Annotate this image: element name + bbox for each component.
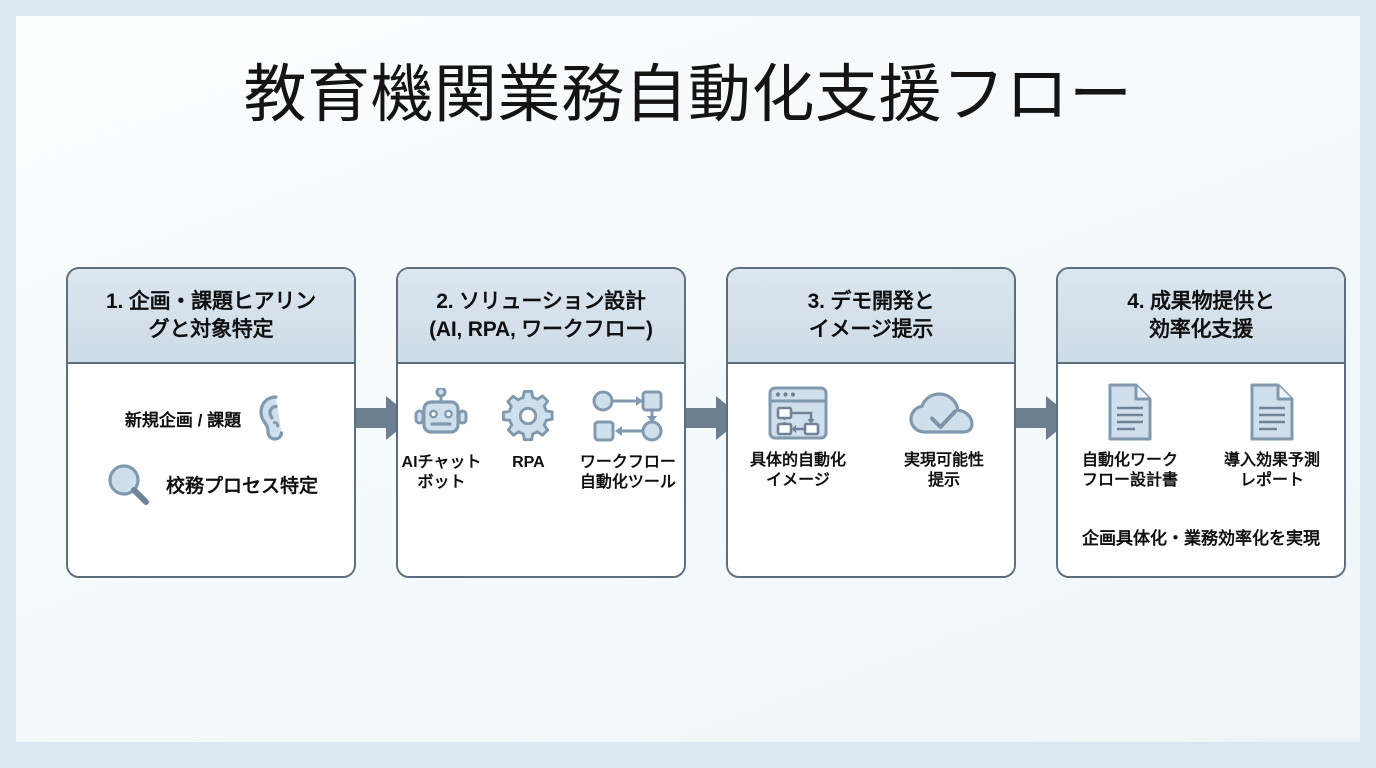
step-4-footer: 企画具体化・業務効率化を実現	[1082, 529, 1320, 548]
step-card-2[interactable]: 2. ソリューション設計 (AI, RPA, ワークフロー)	[396, 267, 686, 578]
step-3-item-2: 実現可能性 提示	[886, 384, 1002, 490]
step-2-item-2: RPA	[485, 388, 572, 473]
step-4-body: 自動化ワーク フロー設計書	[1058, 364, 1344, 576]
step-4-item-1: 自動化ワーク フロー設計書	[1068, 382, 1192, 490]
step-4-item-2: 導入効果予測 レポート	[1210, 382, 1334, 490]
step-1-header: 1. 企画・課題ヒアリン グと対象特定	[68, 269, 354, 364]
step-2-item-3-label: ワークフロー 自動化ツール	[579, 454, 676, 491]
step-1-item-2: 校務プロセス特定	[82, 460, 340, 508]
browser-flow-icon	[767, 384, 829, 442]
step-2-body: AIチャット ボット RPA	[398, 364, 684, 576]
step-1-body: 新規企画 / 課題	[68, 364, 354, 576]
process-flow-diagram: 1. 企画・課題ヒアリン グと対象特定 新規企画 / 課題	[50, 267, 1346, 579]
document-icon	[1105, 382, 1155, 442]
step-2-item-3: ワークフロー 自動化ツール	[572, 388, 684, 492]
step-2-item-1: AIチャット ボット	[398, 388, 485, 492]
step-1-item-1: 新規企画 / 課題	[82, 394, 340, 442]
step-2-header: 2. ソリューション設計 (AI, RPA, ワークフロー)	[398, 269, 684, 364]
slide-canvas: 教育機関業務自動化支援フロー 1. 企画・課題ヒアリン グと対象特定 新規企画 …	[16, 16, 1360, 742]
step-3-title: 3. デモ開発と イメージ提示	[807, 289, 935, 341]
step-1-item-1-label: 新規企画 / 課題	[124, 410, 242, 430]
workflow-icon	[591, 388, 665, 444]
step-4-title: 4. 成果物提供と 効率化支援	[1127, 289, 1275, 341]
step-1-title: 1. 企画・課題ヒアリン グと対象特定	[106, 289, 316, 341]
step-card-4[interactable]: 4. 成果物提供と 効率化支援	[1056, 267, 1346, 578]
step-3-body: 具体的自動化 イメージ 実現可能性 提示	[728, 364, 1014, 576]
robot-icon	[414, 388, 468, 444]
cloud-check-icon	[908, 384, 980, 442]
magnifier-icon	[104, 460, 152, 508]
step-4-item-2-label: 導入効果予測 レポート	[1223, 452, 1320, 489]
step-1-item-2-label: 校務プロセス特定	[165, 475, 318, 497]
page-title: 教育機関業務自動化支援フロー	[243, 60, 1133, 130]
step-3-item-1: 具体的自動化 イメージ	[740, 384, 856, 490]
step-2-title: 2. ソリューション設計 (AI, RPA, ワークフロー)	[429, 289, 653, 341]
step-2-item-1-label: AIチャット ボット	[401, 454, 482, 491]
document-icon	[1247, 382, 1297, 442]
step-card-1[interactable]: 1. 企画・課題ヒアリン グと対象特定 新規企画 / 課題	[66, 267, 356, 578]
step-4-header: 4. 成果物提供と 効率化支援	[1058, 269, 1344, 364]
step-2-item-2-label: RPA	[512, 454, 545, 471]
step-card-3[interactable]: 3. デモ開発と イメージ提示	[726, 267, 1016, 578]
step-3-item-1-label: 具体的自動化 イメージ	[749, 452, 846, 489]
gear-icon	[501, 388, 555, 444]
step-4-item-1-label: 自動化ワーク フロー設計書	[1081, 452, 1178, 489]
step-3-item-2-label: 実現可能性 提示	[903, 452, 984, 489]
step-3-header: 3. デモ開発と イメージ提示	[728, 269, 1014, 364]
ear-icon	[255, 394, 297, 442]
